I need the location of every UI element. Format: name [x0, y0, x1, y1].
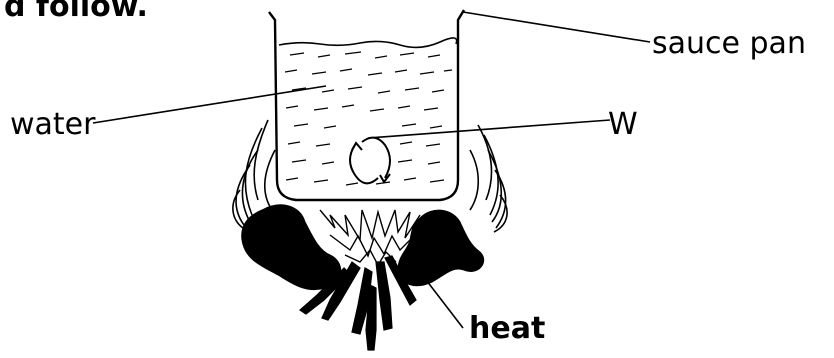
- convection-arrows: [349, 136, 391, 185]
- saucepan: [268, 9, 466, 202]
- side-flames: [232, 119, 508, 233]
- saucepan-label: sauce pan: [652, 26, 806, 61]
- heat-label: heat: [469, 311, 546, 346]
- page-heading-fragment: d follow.: [4, 0, 148, 24]
- leader-lines: [92, 11, 651, 329]
- saucepan-leader: [462, 11, 651, 43]
- w-leader: [367, 119, 611, 139]
- burner-jets: [299, 255, 417, 351]
- water: [278, 37, 458, 186]
- water-label: water: [10, 107, 96, 142]
- heat-leader: [419, 271, 464, 329]
- burner-blobs: [241, 204, 485, 290]
- central-flames: [319, 209, 421, 267]
- w-label: W: [608, 107, 638, 142]
- water-leader: [92, 85, 327, 124]
